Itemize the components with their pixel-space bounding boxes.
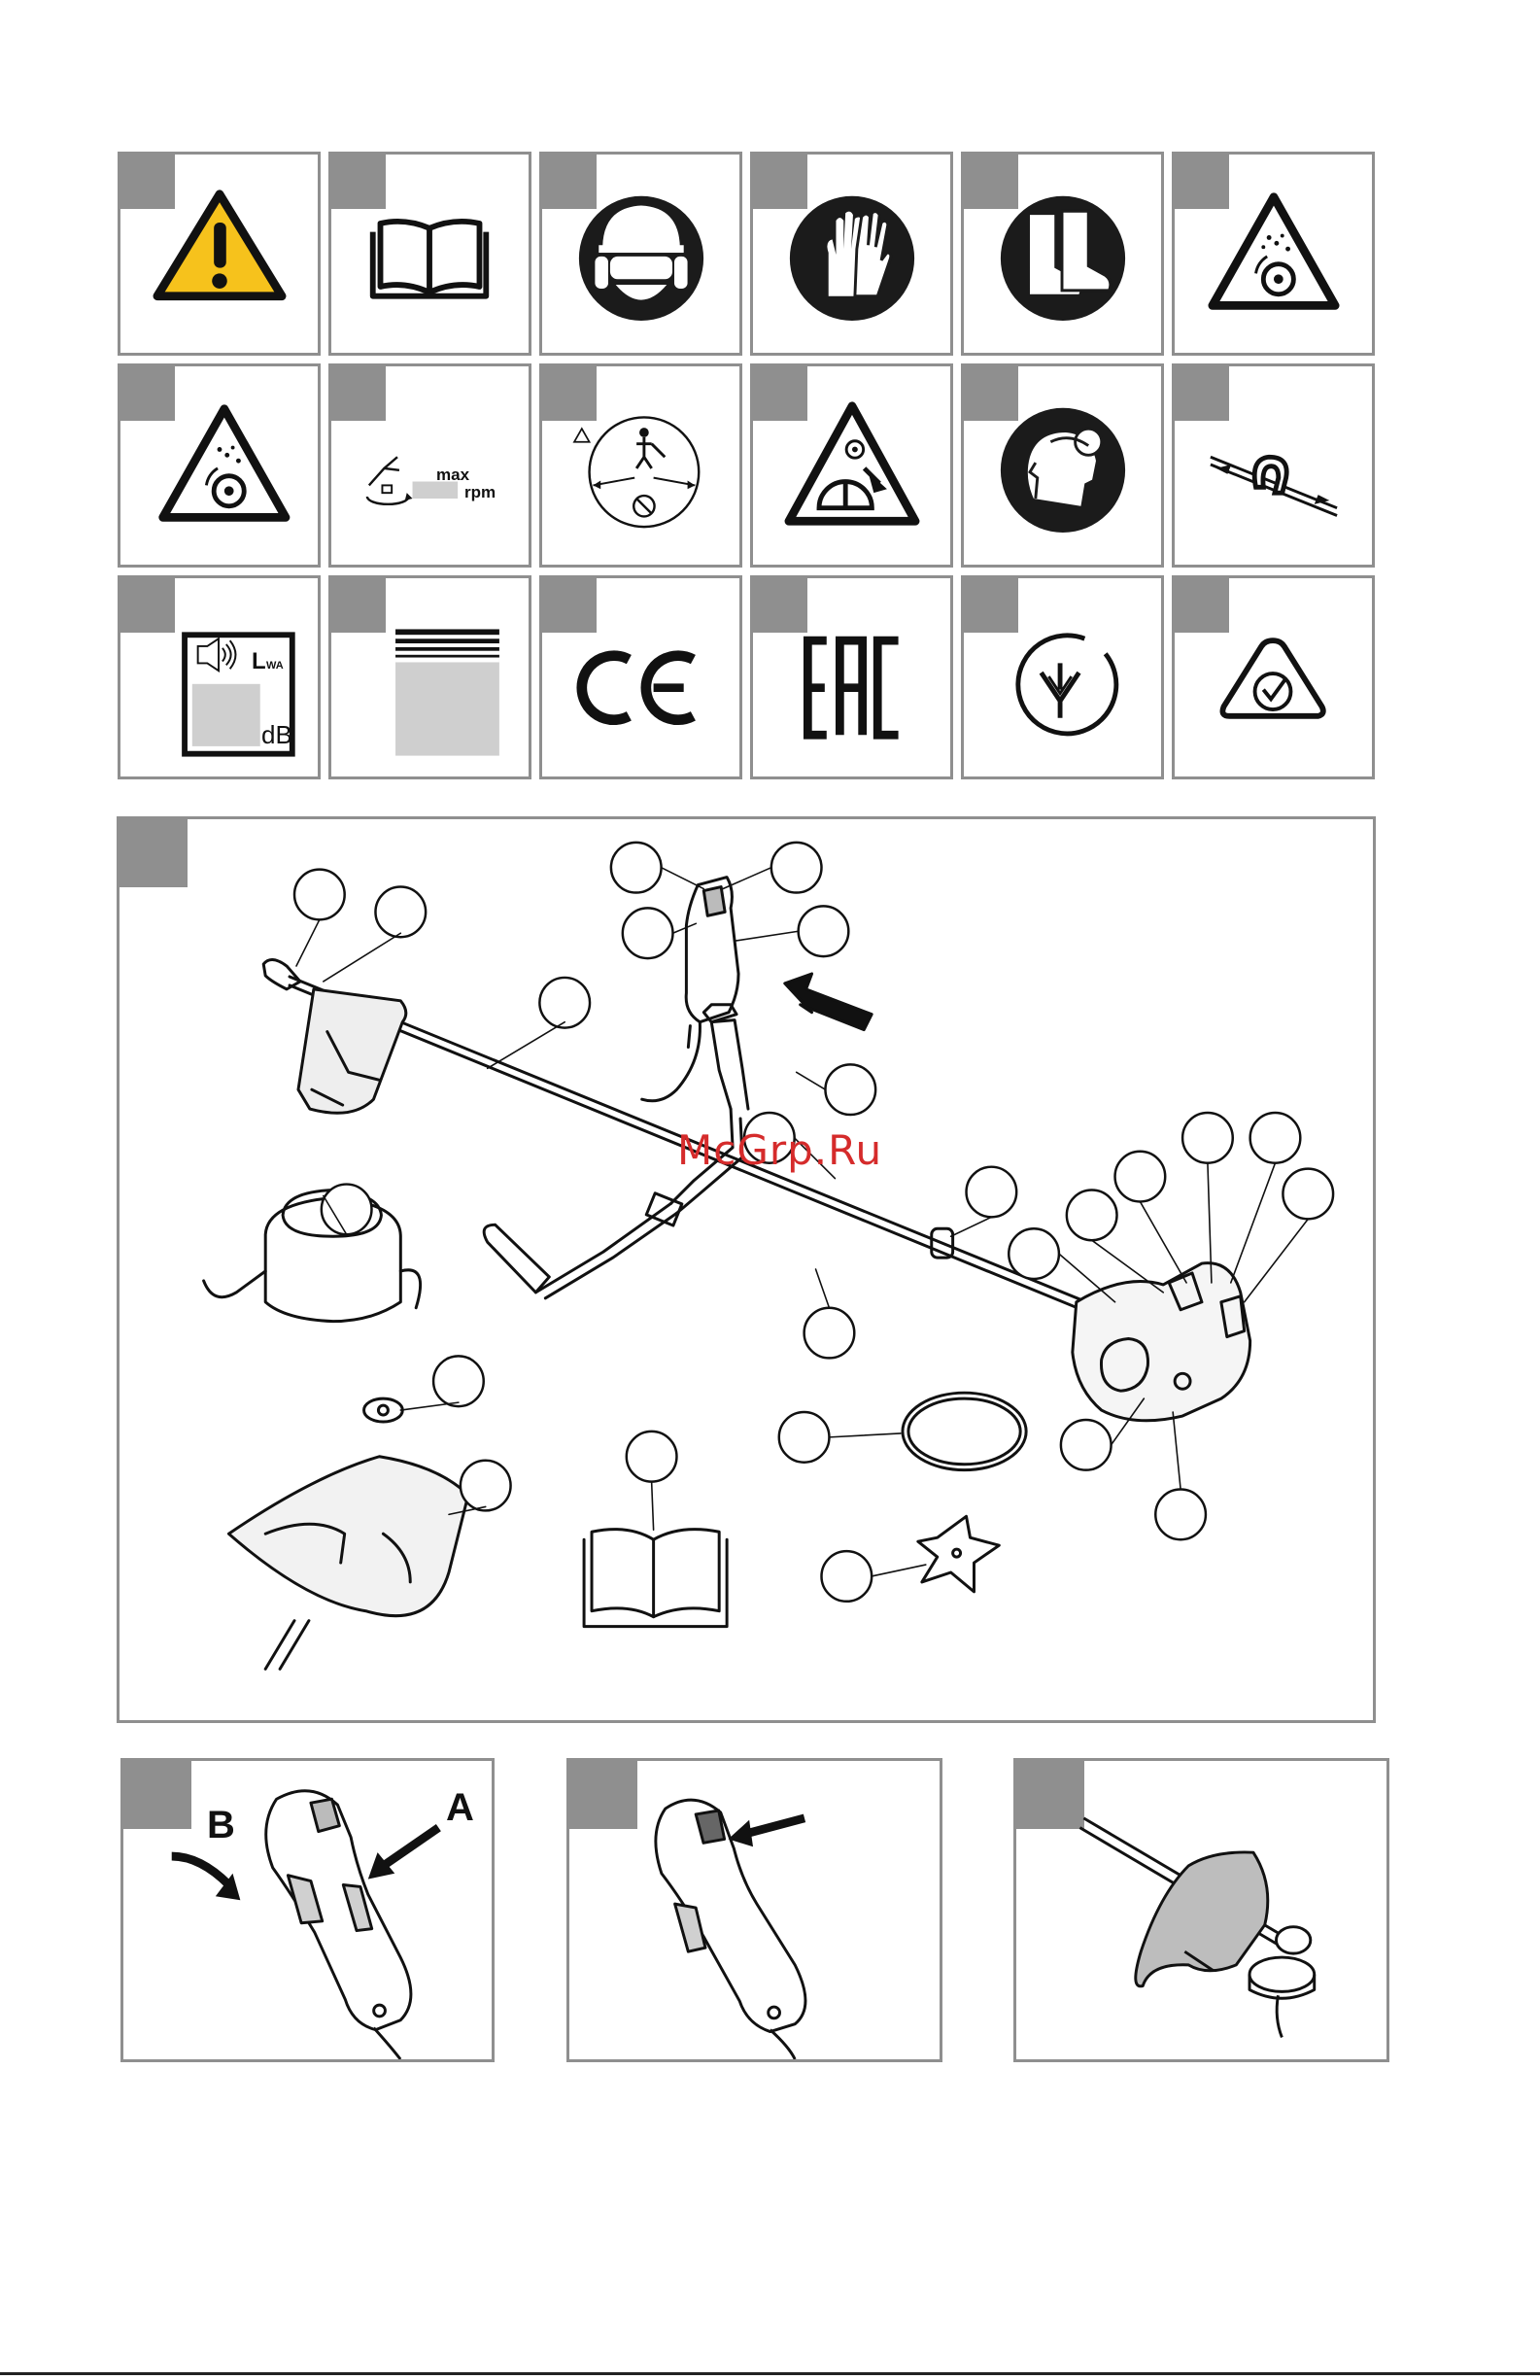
lwa-subscript: WA <box>266 660 284 672</box>
watermark: McGrp.Ru <box>677 1126 882 1174</box>
ce-mark-panel <box>539 575 742 779</box>
rcm-mark-icon <box>1175 578 1372 776</box>
rotating-blade-symbol-panel <box>750 363 953 568</box>
rpm-label: rpm <box>464 483 496 502</box>
throttle-switch-icon <box>569 1761 940 2059</box>
label-b: B <box>207 1804 235 1847</box>
thrown-objects-warning-icon <box>1175 155 1372 353</box>
thrown-objects-symbol-panel <box>1172 152 1375 356</box>
rating-plate-icon <box>331 578 529 776</box>
long-hair-symbol-panel <box>961 363 1164 568</box>
warning-symbol-panel <box>118 152 321 356</box>
cord-direction-symbol-panel <box>1172 363 1375 568</box>
db-label: dB <box>261 720 292 750</box>
ukraine-conformity-icon <box>964 578 1161 776</box>
thrown-objects-symbol-panel-2 <box>118 363 321 568</box>
blade-kickback-warning-icon <box>753 366 950 565</box>
helmet-goggles-earmuffs-icon <box>542 155 739 353</box>
warning-triangle-icon <box>120 155 318 353</box>
throttle-handle-icon <box>123 1761 492 2059</box>
safety-distance-symbol-panel <box>539 363 742 568</box>
rating-plate-symbol-panel <box>328 575 531 779</box>
max-rpm-icon <box>331 366 529 565</box>
tie-back-hair-icon <box>964 366 1161 565</box>
guard-trimmer-head-icon <box>1016 1761 1386 2059</box>
page-bottom-rule <box>0 2372 1540 2375</box>
boots-icon <box>964 155 1161 353</box>
read-manual-symbol-panel <box>328 152 531 356</box>
boots-symbol-panel <box>961 152 1164 356</box>
gloves-symbol-panel <box>750 152 953 356</box>
sound-power-symbol-panel: L WA dB <box>118 575 321 779</box>
ua-mark-panel <box>961 575 1164 779</box>
safety-distance-icon <box>542 366 739 565</box>
throttle-lock-panel: B A <box>120 1758 495 2062</box>
brush-cutter-components-icon <box>120 819 1373 1720</box>
thrown-objects-warning-icon <box>120 366 318 565</box>
open-book-icon <box>331 155 529 353</box>
exploded-view-panel <box>117 816 1376 1723</box>
gloves-icon <box>753 155 950 353</box>
eac-mark-icon <box>753 578 950 776</box>
head-protection-symbol-panel <box>539 152 742 356</box>
throttle-switch-panel <box>566 1758 942 2062</box>
ce-mark-icon <box>542 578 739 776</box>
rcm-mark-panel <box>1172 575 1375 779</box>
max-label: max <box>436 466 469 485</box>
cutting-line-icon <box>1175 366 1372 565</box>
guard-mount-panel <box>1013 1758 1389 2062</box>
label-a: A <box>446 1786 474 1830</box>
lwa-label: L <box>252 648 266 675</box>
max-rpm-symbol-panel: max rpm <box>328 363 531 568</box>
eac-mark-panel <box>750 575 953 779</box>
